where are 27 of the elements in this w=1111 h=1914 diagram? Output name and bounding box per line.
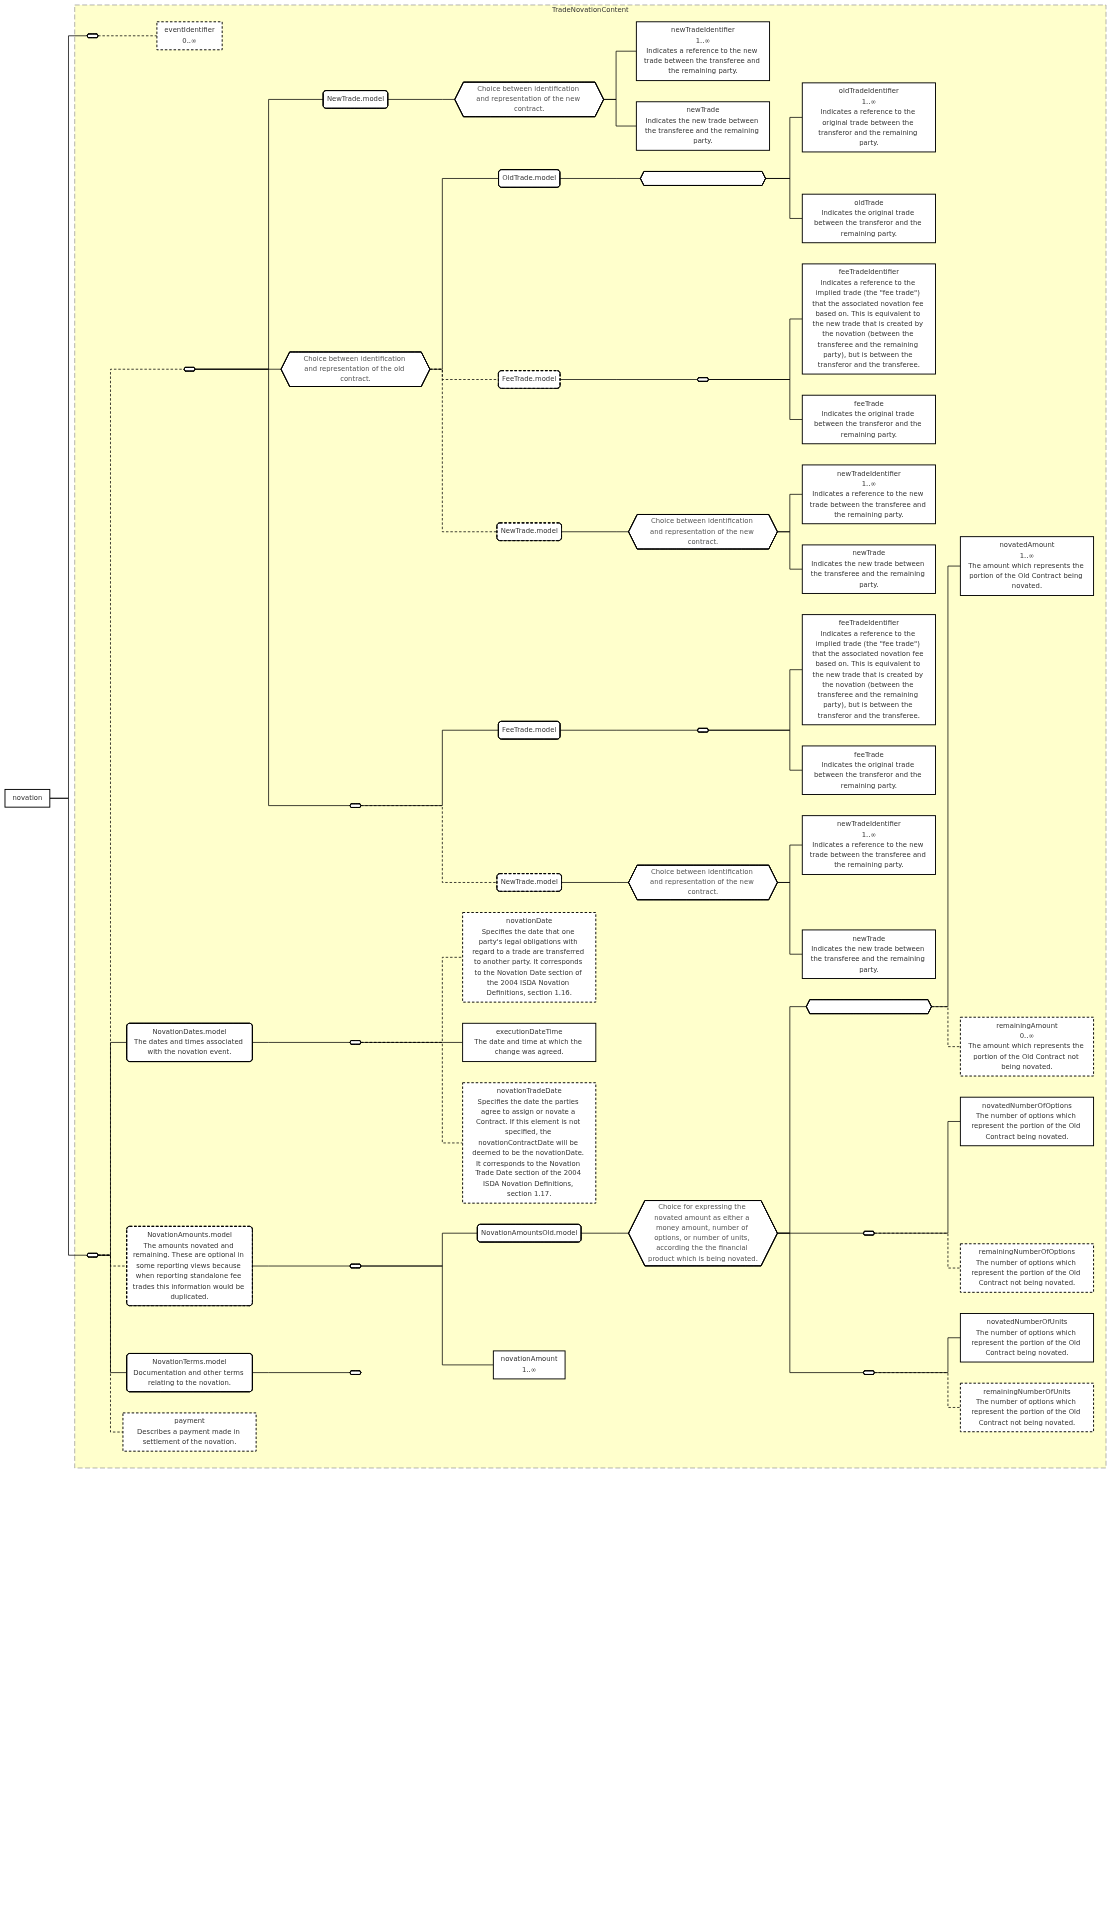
connector	[252, 1042, 351, 1043]
connector	[708, 379, 803, 420]
connector	[429, 368, 498, 533]
connector	[873, 1372, 961, 1408]
connector	[252, 1372, 351, 1373]
connector	[360, 1265, 494, 1366]
connector	[708, 729, 803, 771]
connector	[387, 99, 456, 100]
connector	[252, 1265, 351, 1267]
connector	[360, 1042, 463, 1144]
connector	[777, 531, 803, 570]
connector	[765, 178, 803, 219]
connector	[580, 1232, 629, 1234]
connector	[603, 99, 637, 127]
connector	[931, 1006, 961, 1047]
connector	[360, 805, 498, 883]
connector	[777, 1232, 864, 1373]
connector	[559, 379, 698, 380]
connector	[873, 1232, 961, 1269]
connector	[777, 882, 803, 955]
connector	[561, 882, 629, 883]
connector	[561, 531, 629, 533]
connector	[97, 35, 158, 37]
connector	[559, 729, 698, 731]
connector	[559, 178, 641, 179]
connector	[49, 797, 88, 1256]
connector	[194, 368, 351, 806]
